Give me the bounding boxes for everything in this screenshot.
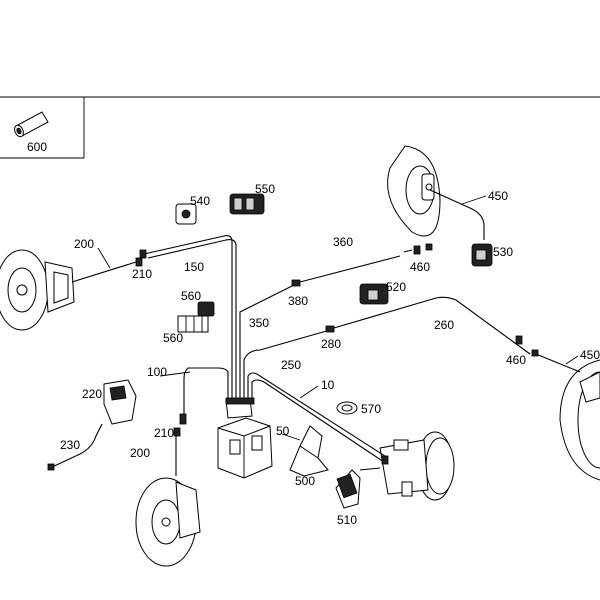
bottom-right-brake-disc bbox=[559, 359, 600, 481]
bottom-left-brake-disc bbox=[135, 477, 201, 567]
brake-booster bbox=[359, 431, 455, 501]
callout-460-right: 460 bbox=[506, 353, 526, 367]
callout-220: 220 bbox=[82, 387, 102, 401]
leader-lines bbox=[97, 195, 579, 441]
abs-hydraulic-unit bbox=[217, 397, 273, 479]
callout-530: 530 bbox=[493, 245, 513, 259]
callout-350: 350 bbox=[249, 316, 269, 330]
part-520 bbox=[359, 283, 389, 305]
callout-510: 510 bbox=[337, 513, 357, 527]
callout-520: 520 bbox=[386, 280, 406, 294]
brake-lines bbox=[49, 189, 581, 476]
inset-part-600 bbox=[14, 111, 49, 138]
left-brake-disc bbox=[0, 249, 75, 331]
callout-labels: 10 50 100 150 200 200 210 210 220 230 25… bbox=[60, 182, 600, 527]
callout-560-bottom: 560 bbox=[163, 331, 183, 345]
fittings bbox=[47, 243, 539, 471]
callout-540: 540 bbox=[190, 194, 210, 208]
sensor-510 bbox=[335, 469, 361, 509]
bracket-500 bbox=[289, 425, 329, 477]
diagram-frame bbox=[0, 96, 600, 159]
part-220-housing bbox=[103, 379, 137, 425]
callout-570: 570 bbox=[361, 402, 381, 416]
part-560-lower bbox=[177, 315, 209, 333]
callout-500: 500 bbox=[295, 474, 315, 488]
callout-100: 100 bbox=[147, 365, 167, 379]
callout-150: 150 bbox=[184, 260, 204, 274]
clip-570 bbox=[336, 401, 358, 415]
callout-450-right: 450 bbox=[580, 348, 600, 362]
part-560-upper bbox=[197, 301, 215, 317]
top-right-brake-disc bbox=[387, 145, 441, 237]
callout-230: 230 bbox=[60, 438, 80, 452]
callout-210-left: 210 bbox=[132, 267, 152, 281]
callout-50: 50 bbox=[276, 424, 290, 438]
part-530 bbox=[471, 243, 493, 267]
part-550 bbox=[229, 193, 265, 215]
callout-260: 260 bbox=[434, 318, 454, 332]
callout-10: 10 bbox=[321, 378, 335, 392]
callout-380: 380 bbox=[288, 294, 308, 308]
part-540 bbox=[175, 203, 197, 225]
callout-200-left: 200 bbox=[74, 237, 94, 251]
callout-250: 250 bbox=[281, 358, 301, 372]
callout-460-top: 460 bbox=[410, 260, 430, 274]
callout-200-bottom: 200 bbox=[130, 446, 150, 460]
callout-450-top: 450 bbox=[488, 189, 508, 203]
callout-560-top: 560 bbox=[181, 289, 201, 303]
callout-210-bottom: 210 bbox=[154, 426, 174, 440]
callout-550: 550 bbox=[255, 182, 275, 196]
callout-280: 280 bbox=[321, 337, 341, 351]
callout-360: 360 bbox=[333, 235, 353, 249]
inset-part-label: 600 bbox=[27, 140, 47, 154]
